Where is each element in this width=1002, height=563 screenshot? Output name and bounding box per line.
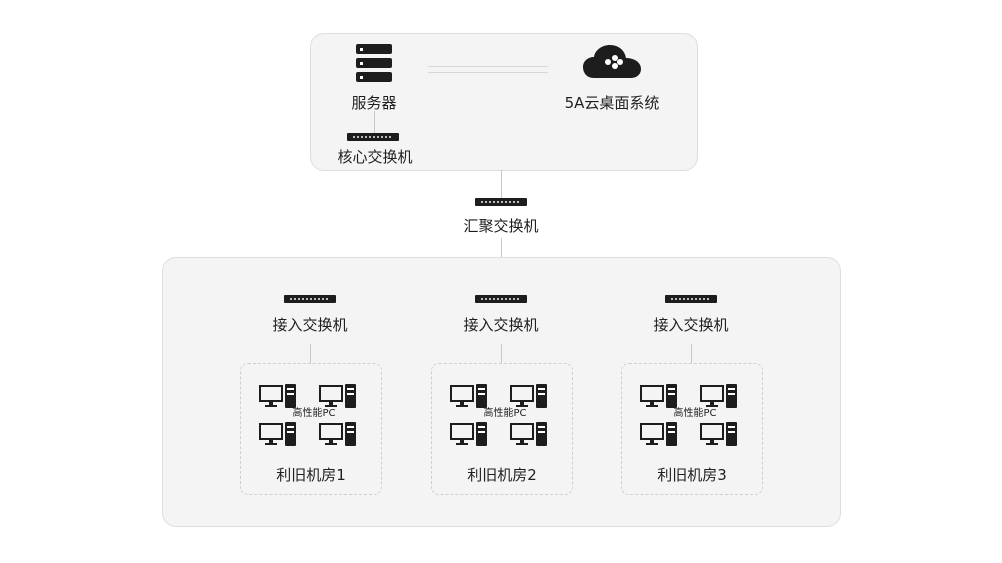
cloud-icon [583, 45, 641, 78]
server-cloud-link-top [428, 66, 548, 67]
pc-icon [640, 384, 677, 408]
pc-icon [450, 422, 487, 446]
server-core-link [374, 111, 375, 133]
core-panel [310, 33, 698, 171]
pc-icon [700, 384, 737, 408]
room-3: 高性能PC 利旧机房3 [621, 363, 763, 495]
access-switch-icon-1 [284, 295, 336, 303]
pc-icon [640, 422, 677, 446]
room-1: 高性能PC 利旧机房1 [240, 363, 382, 495]
aggregation-switch-icon [475, 198, 527, 206]
pc-icon [510, 384, 547, 408]
pc-icon [450, 384, 487, 408]
core-switch-label: 核心交换机 [337, 148, 413, 166]
pc-cluster-2: 高性能PC [450, 384, 560, 450]
access-switch-label-3: 接入交换机 [653, 316, 729, 334]
room-2: 高性能PC 利旧机房2 [431, 363, 573, 495]
pc-icon [700, 422, 737, 446]
room-label-1: 利旧机房1 [276, 466, 346, 484]
pc-icon [259, 384, 296, 408]
server-label: 服务器 [351, 94, 397, 112]
room-label-3: 利旧机房3 [657, 466, 727, 484]
pc-cluster-1: 高性能PC [259, 384, 369, 450]
pc-icon [319, 384, 356, 408]
pc-cluster-3: 高性能PC [640, 384, 750, 450]
room-label-2: 利旧机房2 [467, 466, 537, 484]
aggregation-access-link [501, 238, 502, 257]
pc-icon [510, 422, 547, 446]
pc-label-3: 高性能PC [673, 408, 717, 419]
cloud-label: 5A云桌面系统 [564, 94, 660, 112]
pc-icon [259, 422, 296, 446]
access-switch-icon-3 [665, 295, 717, 303]
pc-icon [319, 422, 356, 446]
core-switch-icon [347, 133, 399, 141]
access-room-link-3 [691, 344, 692, 363]
server-icon [356, 44, 392, 82]
pc-label-1: 高性能PC [292, 408, 336, 419]
pc-label-2: 高性能PC [483, 408, 527, 419]
core-aggregation-link [501, 170, 502, 198]
aggregation-switch-label: 汇聚交换机 [463, 217, 539, 235]
access-room-link-1 [310, 344, 311, 363]
access-switch-label-1: 接入交换机 [272, 316, 348, 334]
server-cloud-link-bottom [428, 72, 548, 73]
access-switch-label-2: 接入交换机 [463, 316, 539, 334]
access-switch-icon-2 [475, 295, 527, 303]
access-room-link-2 [501, 344, 502, 363]
